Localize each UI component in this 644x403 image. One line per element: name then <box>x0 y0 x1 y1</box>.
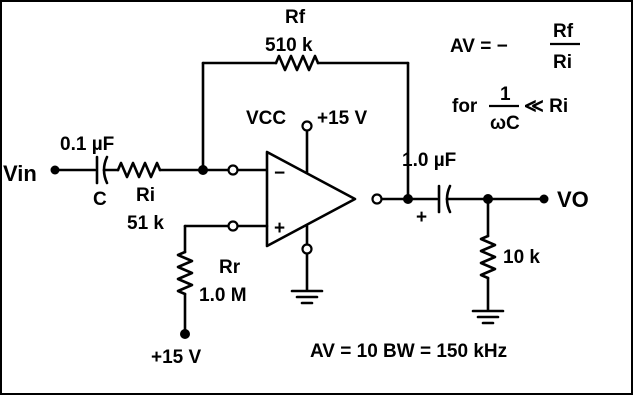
vo-label: VO <box>557 187 589 212</box>
bias-supply-label: +15 V <box>151 347 202 368</box>
vcc-label: VCC <box>246 108 286 129</box>
condition-numerator: 1 <box>500 84 511 105</box>
cap-out-polarity: + <box>416 207 427 228</box>
vin-label: Vin <box>3 161 37 186</box>
opamp-minus-sign: − <box>274 163 285 184</box>
condition-suffix: ≪ Ri <box>524 96 568 117</box>
vcc-terminal <box>301 120 313 132</box>
load-resistor <box>479 234 497 280</box>
formula-lhs: AV = − <box>450 36 508 57</box>
vcc-value: +15 V <box>317 108 368 129</box>
gnd-pin-terminal <box>301 243 313 255</box>
figure-border <box>0 0 633 395</box>
condition-prefix: for <box>452 96 478 117</box>
bias-supply-dot <box>180 329 190 339</box>
formula-numerator: Rf <box>553 21 574 42</box>
cap-in-value: 0.1 µF <box>60 134 114 155</box>
ri-label: Ri <box>136 185 155 206</box>
plus-input-terminal <box>227 220 239 232</box>
gain-bandwidth-label: AV = 10 BW = 150 kHz <box>310 341 507 362</box>
opamp-plus-sign: + <box>274 218 285 239</box>
minus-input-terminal <box>227 164 239 176</box>
output-node-dot <box>403 194 413 204</box>
cap-out-value: 1.0 µF <box>402 150 456 171</box>
rr-resistor <box>176 250 194 296</box>
load-value: 10 k <box>503 247 540 268</box>
formula-denominator: Ri <box>553 52 572 73</box>
ri-resistor <box>116 161 162 179</box>
output-terminal <box>371 193 383 205</box>
gain-formula: AV = − Rf Ri for 1 ωC ≪ Ri <box>450 21 580 134</box>
rf-label: Rf <box>285 7 306 28</box>
rf-resistor <box>274 54 320 72</box>
rr-value: 1.0 M <box>199 285 247 306</box>
opamp-triangle <box>265 150 357 248</box>
condition-denominator: ωC <box>490 113 520 134</box>
ri-value: 51 k <box>127 213 164 234</box>
rr-label: Rr <box>219 257 241 278</box>
opamp-ground-icon <box>290 289 324 305</box>
vo-terminal <box>539 194 549 204</box>
load-ground-icon <box>471 309 505 325</box>
rf-value: 510 k <box>265 35 313 56</box>
cap-in-label: C <box>93 189 107 210</box>
